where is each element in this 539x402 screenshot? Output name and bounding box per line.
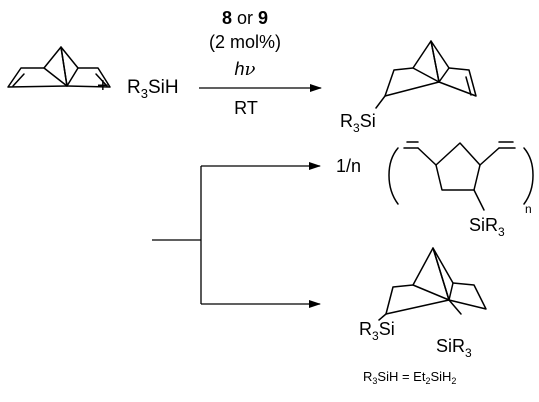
- light-label: hν: [235, 59, 256, 80]
- branch-connector: [152, 162, 321, 308]
- temperature-label: RT: [234, 98, 258, 118]
- disilylation-left-substituent: R3Si: [359, 319, 395, 343]
- disilylation-product-structure: [378, 247, 487, 321]
- polymer-structure: [388, 141, 534, 211]
- polymer-repeat-subscript: n: [525, 202, 532, 216]
- silane-reagent: R3SiH: [127, 77, 179, 101]
- catalyst-loading: (2 mol%): [209, 32, 281, 52]
- disilylation-right-substituent: SiR3: [436, 336, 472, 360]
- hydrosilylation-product-structure: [375, 40, 477, 109]
- catalyst-label: 8 or 9: [222, 8, 268, 28]
- plus-sign: +: [97, 75, 109, 97]
- silane-definition-note: R3SiH = Et2SiH2: [363, 369, 456, 386]
- polymer-substituent: SiR3: [469, 215, 505, 239]
- polymer-prefix: 1/n: [336, 156, 361, 176]
- norbornadiene-structure: [7, 46, 111, 88]
- hydrosilylation-substituent: R3Si: [340, 111, 376, 135]
